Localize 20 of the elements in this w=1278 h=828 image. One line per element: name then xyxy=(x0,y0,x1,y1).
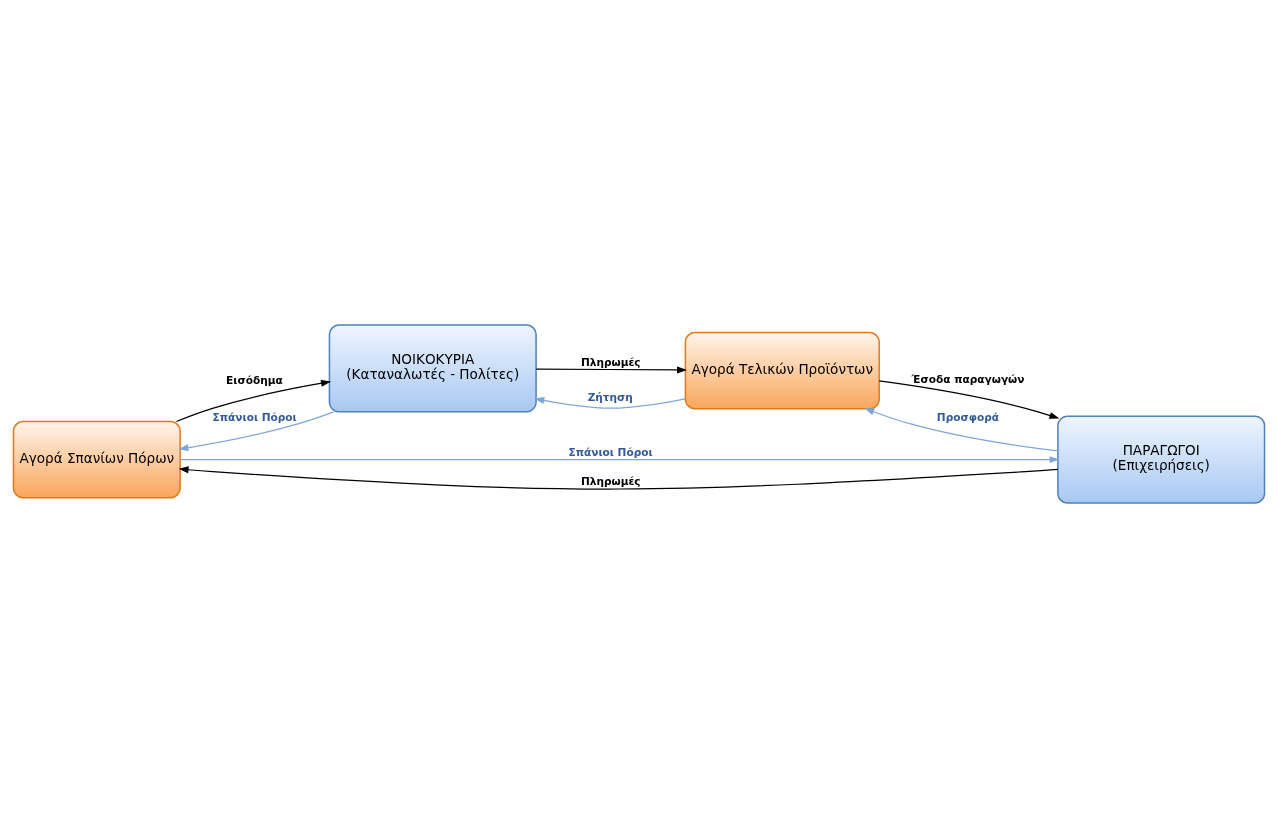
edge-label: Έσοδα παραγωγών xyxy=(911,372,1025,385)
edge-label: Προσφορά xyxy=(936,410,1000,423)
node-box: Αγορά Τελικών Προϊόντων xyxy=(684,331,880,410)
edge-label: Ζήτηση xyxy=(587,390,633,403)
edge-label: Πληρωμές xyxy=(580,356,641,369)
arrow xyxy=(179,456,1060,464)
arrow xyxy=(535,366,688,374)
arrow xyxy=(534,397,686,409)
arrow xyxy=(178,466,1059,490)
arrow xyxy=(178,411,335,452)
arrow xyxy=(864,408,1059,452)
edge-label: Εισόδημα xyxy=(226,374,283,387)
arrow xyxy=(175,379,331,423)
node-box: ΠΑΡΑΓΩΓΟΙ (Επιχειρήσεις) xyxy=(1057,415,1266,504)
edge-label: Σπάνιοι Πόροι xyxy=(568,446,653,458)
node-box: Αγορά Σπανίων Πόρων xyxy=(12,420,181,499)
node-box: ΝΟΙΚΟΚΥΡΙΑ (Καταναλωτές - Πολίτες) xyxy=(328,324,537,413)
arrow xyxy=(878,380,1060,419)
edge-label: Σπάνιοι Πόροι xyxy=(212,410,297,423)
edge-label: Πληρωμές xyxy=(580,474,641,487)
